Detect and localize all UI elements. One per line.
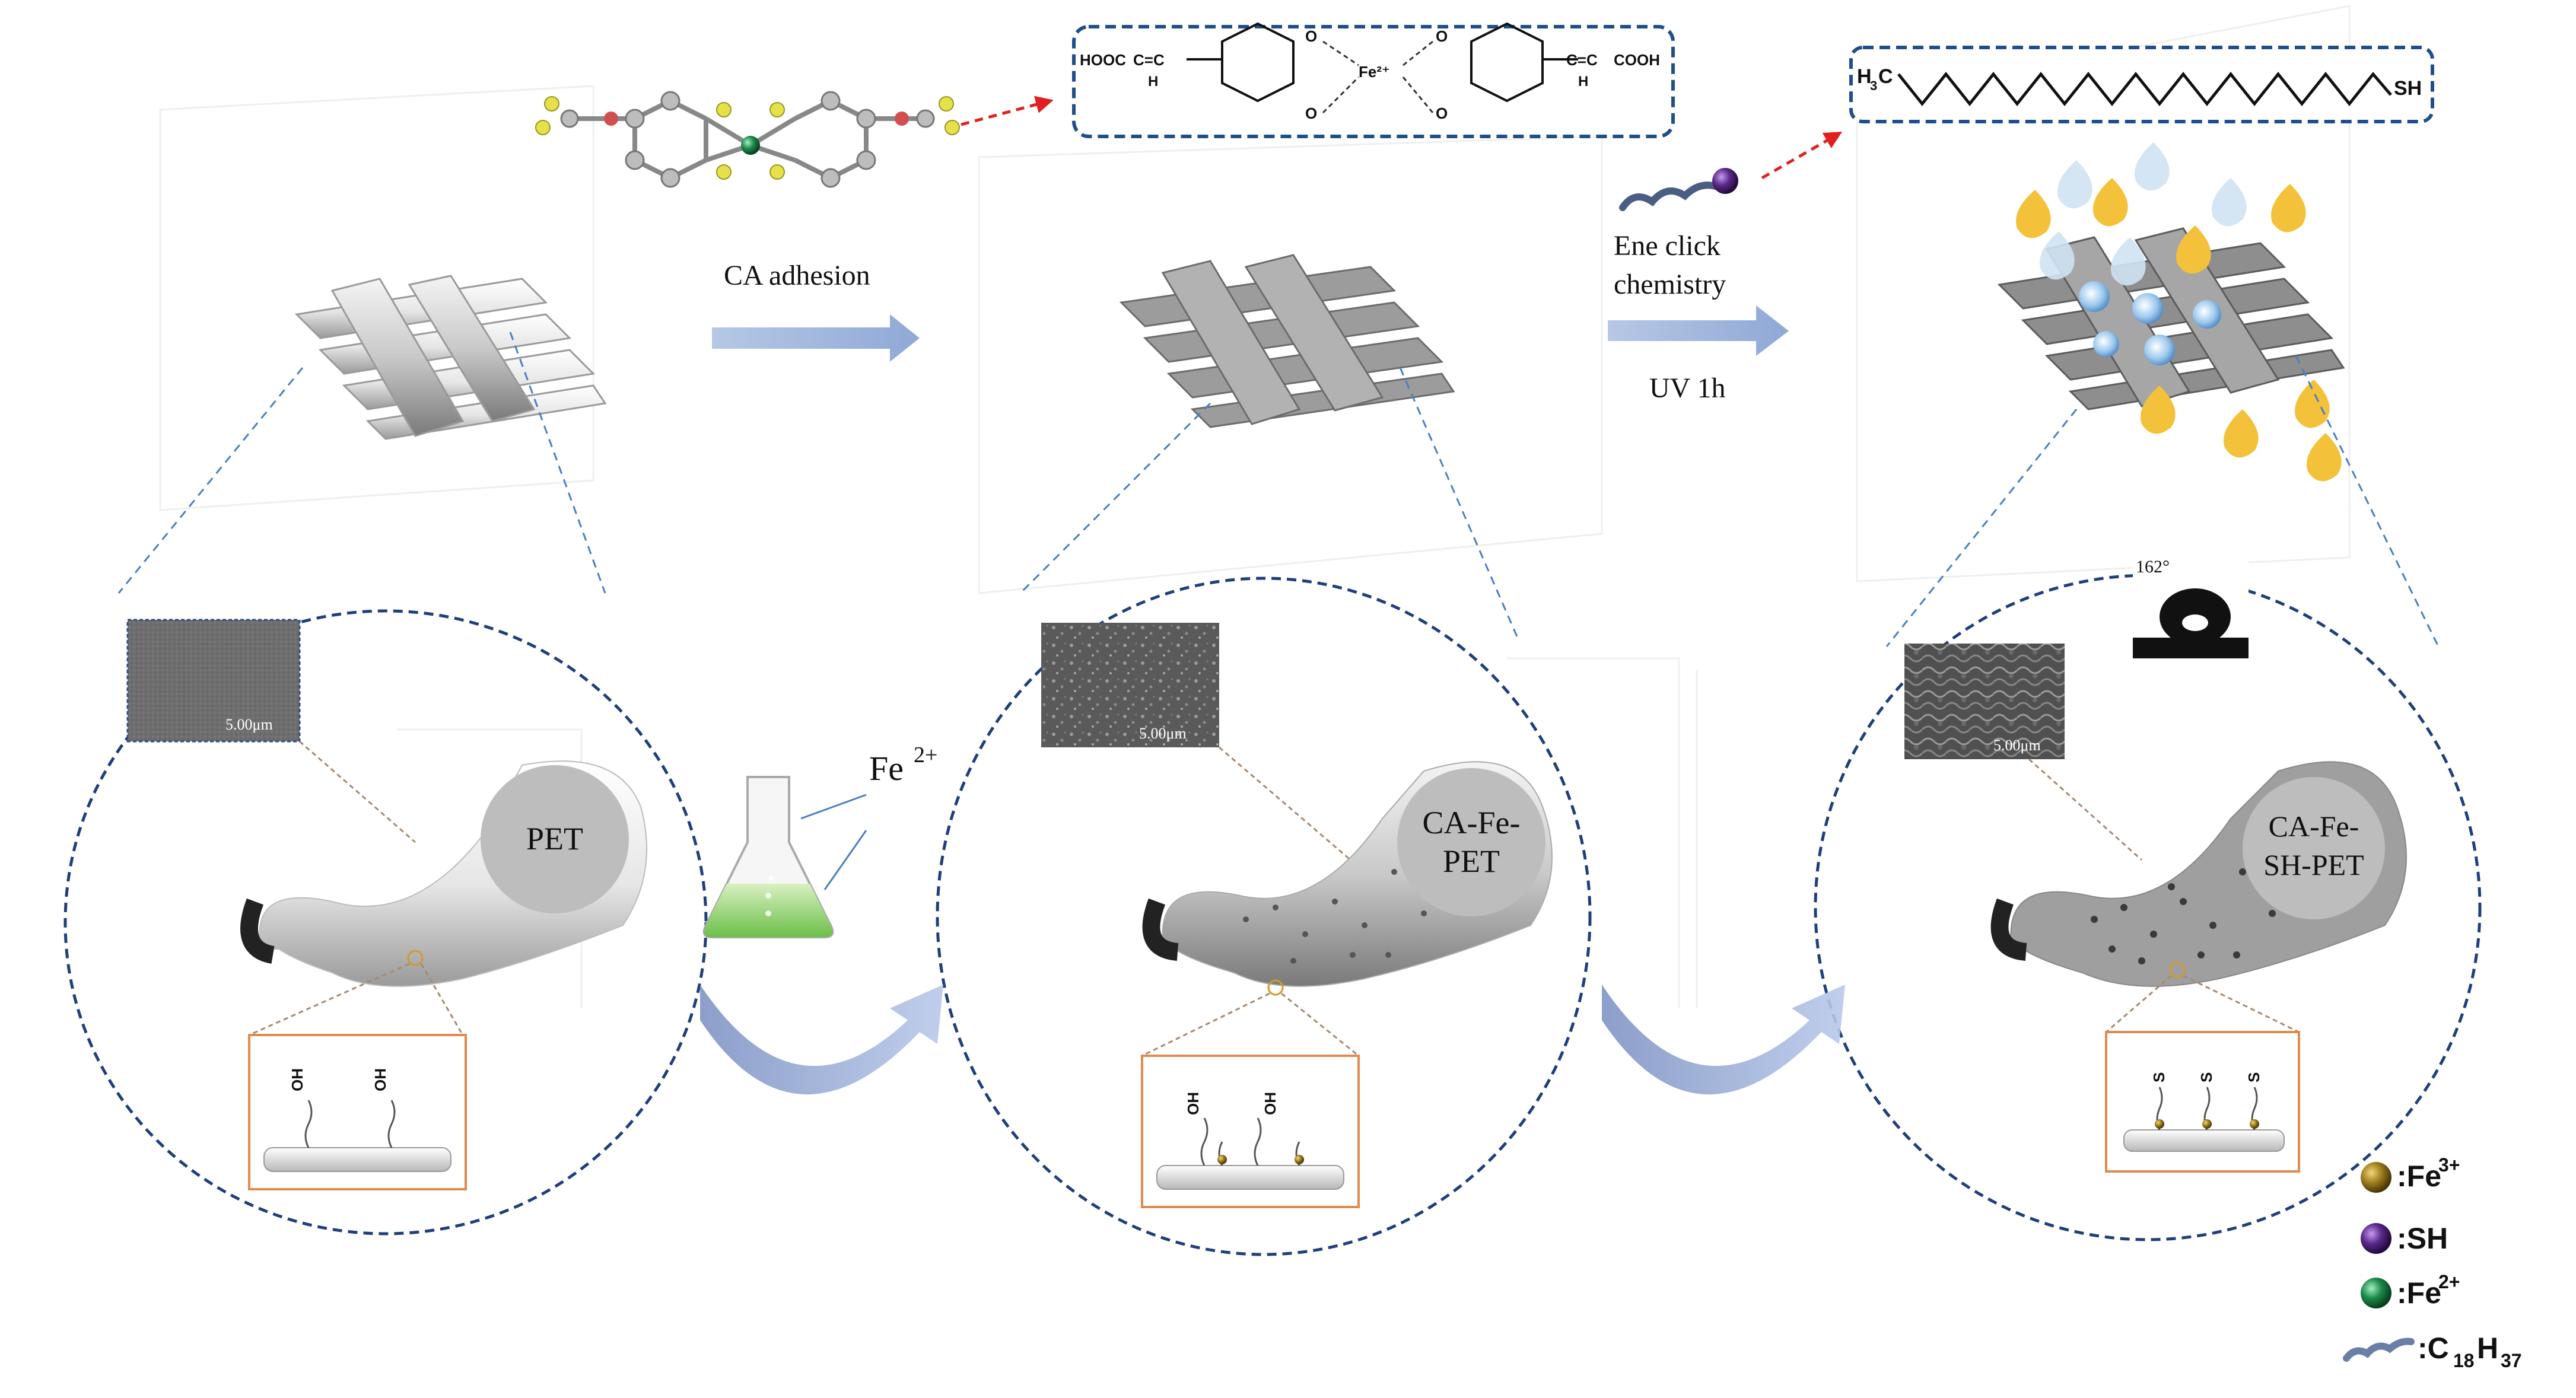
legend-fe2-sup: 2+ <box>2438 1271 2460 1292</box>
complex-left-h: H <box>1148 74 1158 90</box>
sem-scale-ca-fe: 5.00μm <box>1139 725 1187 742</box>
legend-fe3-sphere-icon <box>2361 1162 2391 1193</box>
fiber-label-ca-fe-pet-line2: PET <box>1443 843 1500 879</box>
complex-fe-center: Fe²⁺ <box>1359 63 1390 81</box>
oh-group-1: OH <box>288 1068 306 1091</box>
fe-ion-charge: 2+ <box>914 743 937 768</box>
oil-droplets <box>2016 178 2342 482</box>
oh-group-3: OH <box>1184 1092 1202 1115</box>
s-group-1: S <box>2150 1072 2168 1082</box>
fiber-ca-fe-pet: CA-Fe- PET <box>1142 761 1553 996</box>
fiber-label-ca-fe-pet-line1: CA-Fe- <box>1423 805 1521 840</box>
thiol-h: H <box>1857 65 1872 88</box>
legend-sh-label: :SH <box>2397 1222 2448 1255</box>
thiol-sh: SH <box>2394 77 2422 100</box>
s-group-2: S <box>2197 1072 2215 1082</box>
complex-o-1: O <box>1305 27 1317 45</box>
sem-image-ca-fe-sh-pet: 5.00μm <box>1904 644 2065 759</box>
pet-fabric <box>294 275 607 440</box>
legend: :Fe 3+ :SH :Fe 2+ :C 18 H 37 <box>2343 1154 2522 1371</box>
legend-fe2-sphere-icon <box>2361 1278 2391 1308</box>
fe-ion-label: Fe <box>869 749 904 788</box>
surface-inset-sh: S S S <box>2105 975 2300 1173</box>
thiol-pointer-arrow <box>1761 132 1843 180</box>
zoom-guides <box>117 332 2440 647</box>
fiber-pet: PET <box>240 760 647 987</box>
curved-arrow-2 <box>1602 985 1845 1095</box>
legend-sh-sphere-icon <box>2361 1223 2391 1254</box>
step2-label-line2: chemistry <box>1614 269 1726 300</box>
fiber-label-pet: PET <box>526 821 583 856</box>
fiber-label-sh-line2: SH-PET <box>2263 848 2364 881</box>
thiol-c: C <box>1878 65 1893 88</box>
oh-group-4: OH <box>1261 1092 1279 1115</box>
sem-image-pet: 5.00μm <box>126 619 301 743</box>
sem-image-ca-fe-pet: 5.00μm <box>1041 623 1219 747</box>
curved-arrow-1 <box>700 985 943 1095</box>
legend-fe2-label: :Fe <box>2397 1276 2441 1310</box>
sem-leader-lines <box>299 740 2143 873</box>
background-panels <box>159 5 2351 1008</box>
complex-right-h: H <box>1578 74 1588 90</box>
complex-right-acid: COOH <box>1614 51 1660 69</box>
thiol-structure-box: H 3 C SH <box>1849 46 2434 123</box>
step-arrow-2 <box>1608 305 1789 356</box>
legend-fe3-sup: 3+ <box>2438 1154 2460 1176</box>
fiber-label-sh-line1: CA-Fe- <box>2269 810 2359 843</box>
reactant-thiol-chain <box>1619 168 1738 211</box>
sem-scale-pet: 5.00μm <box>225 716 273 733</box>
legend-alkyl-sub2: 37 <box>2501 1350 2522 1371</box>
surface-inset-ca-fe: OH OH <box>1141 992 1360 1208</box>
complex-pointer-arrow <box>961 95 1054 126</box>
sem-scale-sh: 5.00μm <box>1993 737 2041 754</box>
alkyl-zigzag <box>1897 71 2392 107</box>
complex-left-acid: HOOC <box>1080 51 1126 69</box>
step1-label: CA adhesion <box>724 260 870 291</box>
legend-alkyl-label2: H <box>2477 1332 2498 1365</box>
step-arrow-1 <box>712 314 920 362</box>
legend-fe3-label: :Fe <box>2397 1160 2441 1193</box>
legend-alkyl-sub1: 18 <box>2453 1350 2475 1371</box>
surface-inset-pet: OH OH <box>248 963 467 1190</box>
oh-group-2: OH <box>371 1068 389 1091</box>
complex-left-alkene: C=C <box>1133 51 1165 69</box>
step2-label-line1: Ene click <box>1614 230 1720 262</box>
complex-o-2: O <box>1305 104 1317 122</box>
ca-fe-fabric <box>1119 254 1455 428</box>
complex-right-alkene: C=C <box>1566 51 1598 69</box>
water-droplets <box>2079 281 2221 365</box>
ca-fe-complex-3d-model <box>535 91 960 188</box>
falling-water-drops <box>2040 142 2247 286</box>
legend-alkyl-chain-icon <box>2343 1338 2415 1362</box>
s-group-3: S <box>2245 1072 2263 1082</box>
complex-o-3: O <box>1436 27 1448 45</box>
contact-angle-value: 162° <box>2136 557 2170 577</box>
contact-angle-image: 162° <box>2133 549 2249 658</box>
fiber-ca-fe-sh-pet: CA-Fe- SH-PET <box>1990 761 2407 987</box>
flask-fe-solution <box>702 776 867 938</box>
step2-condition: UV 1h <box>1649 372 1725 404</box>
legend-alkyl-label: :C <box>2418 1332 2449 1365</box>
thiol-h-subscript: 3 <box>1870 78 1877 93</box>
complex-structure-box: HOOC C=C H O O O O Fe²⁺ C=C H COOH <box>1072 22 1675 138</box>
complex-o-4: O <box>1436 104 1448 122</box>
